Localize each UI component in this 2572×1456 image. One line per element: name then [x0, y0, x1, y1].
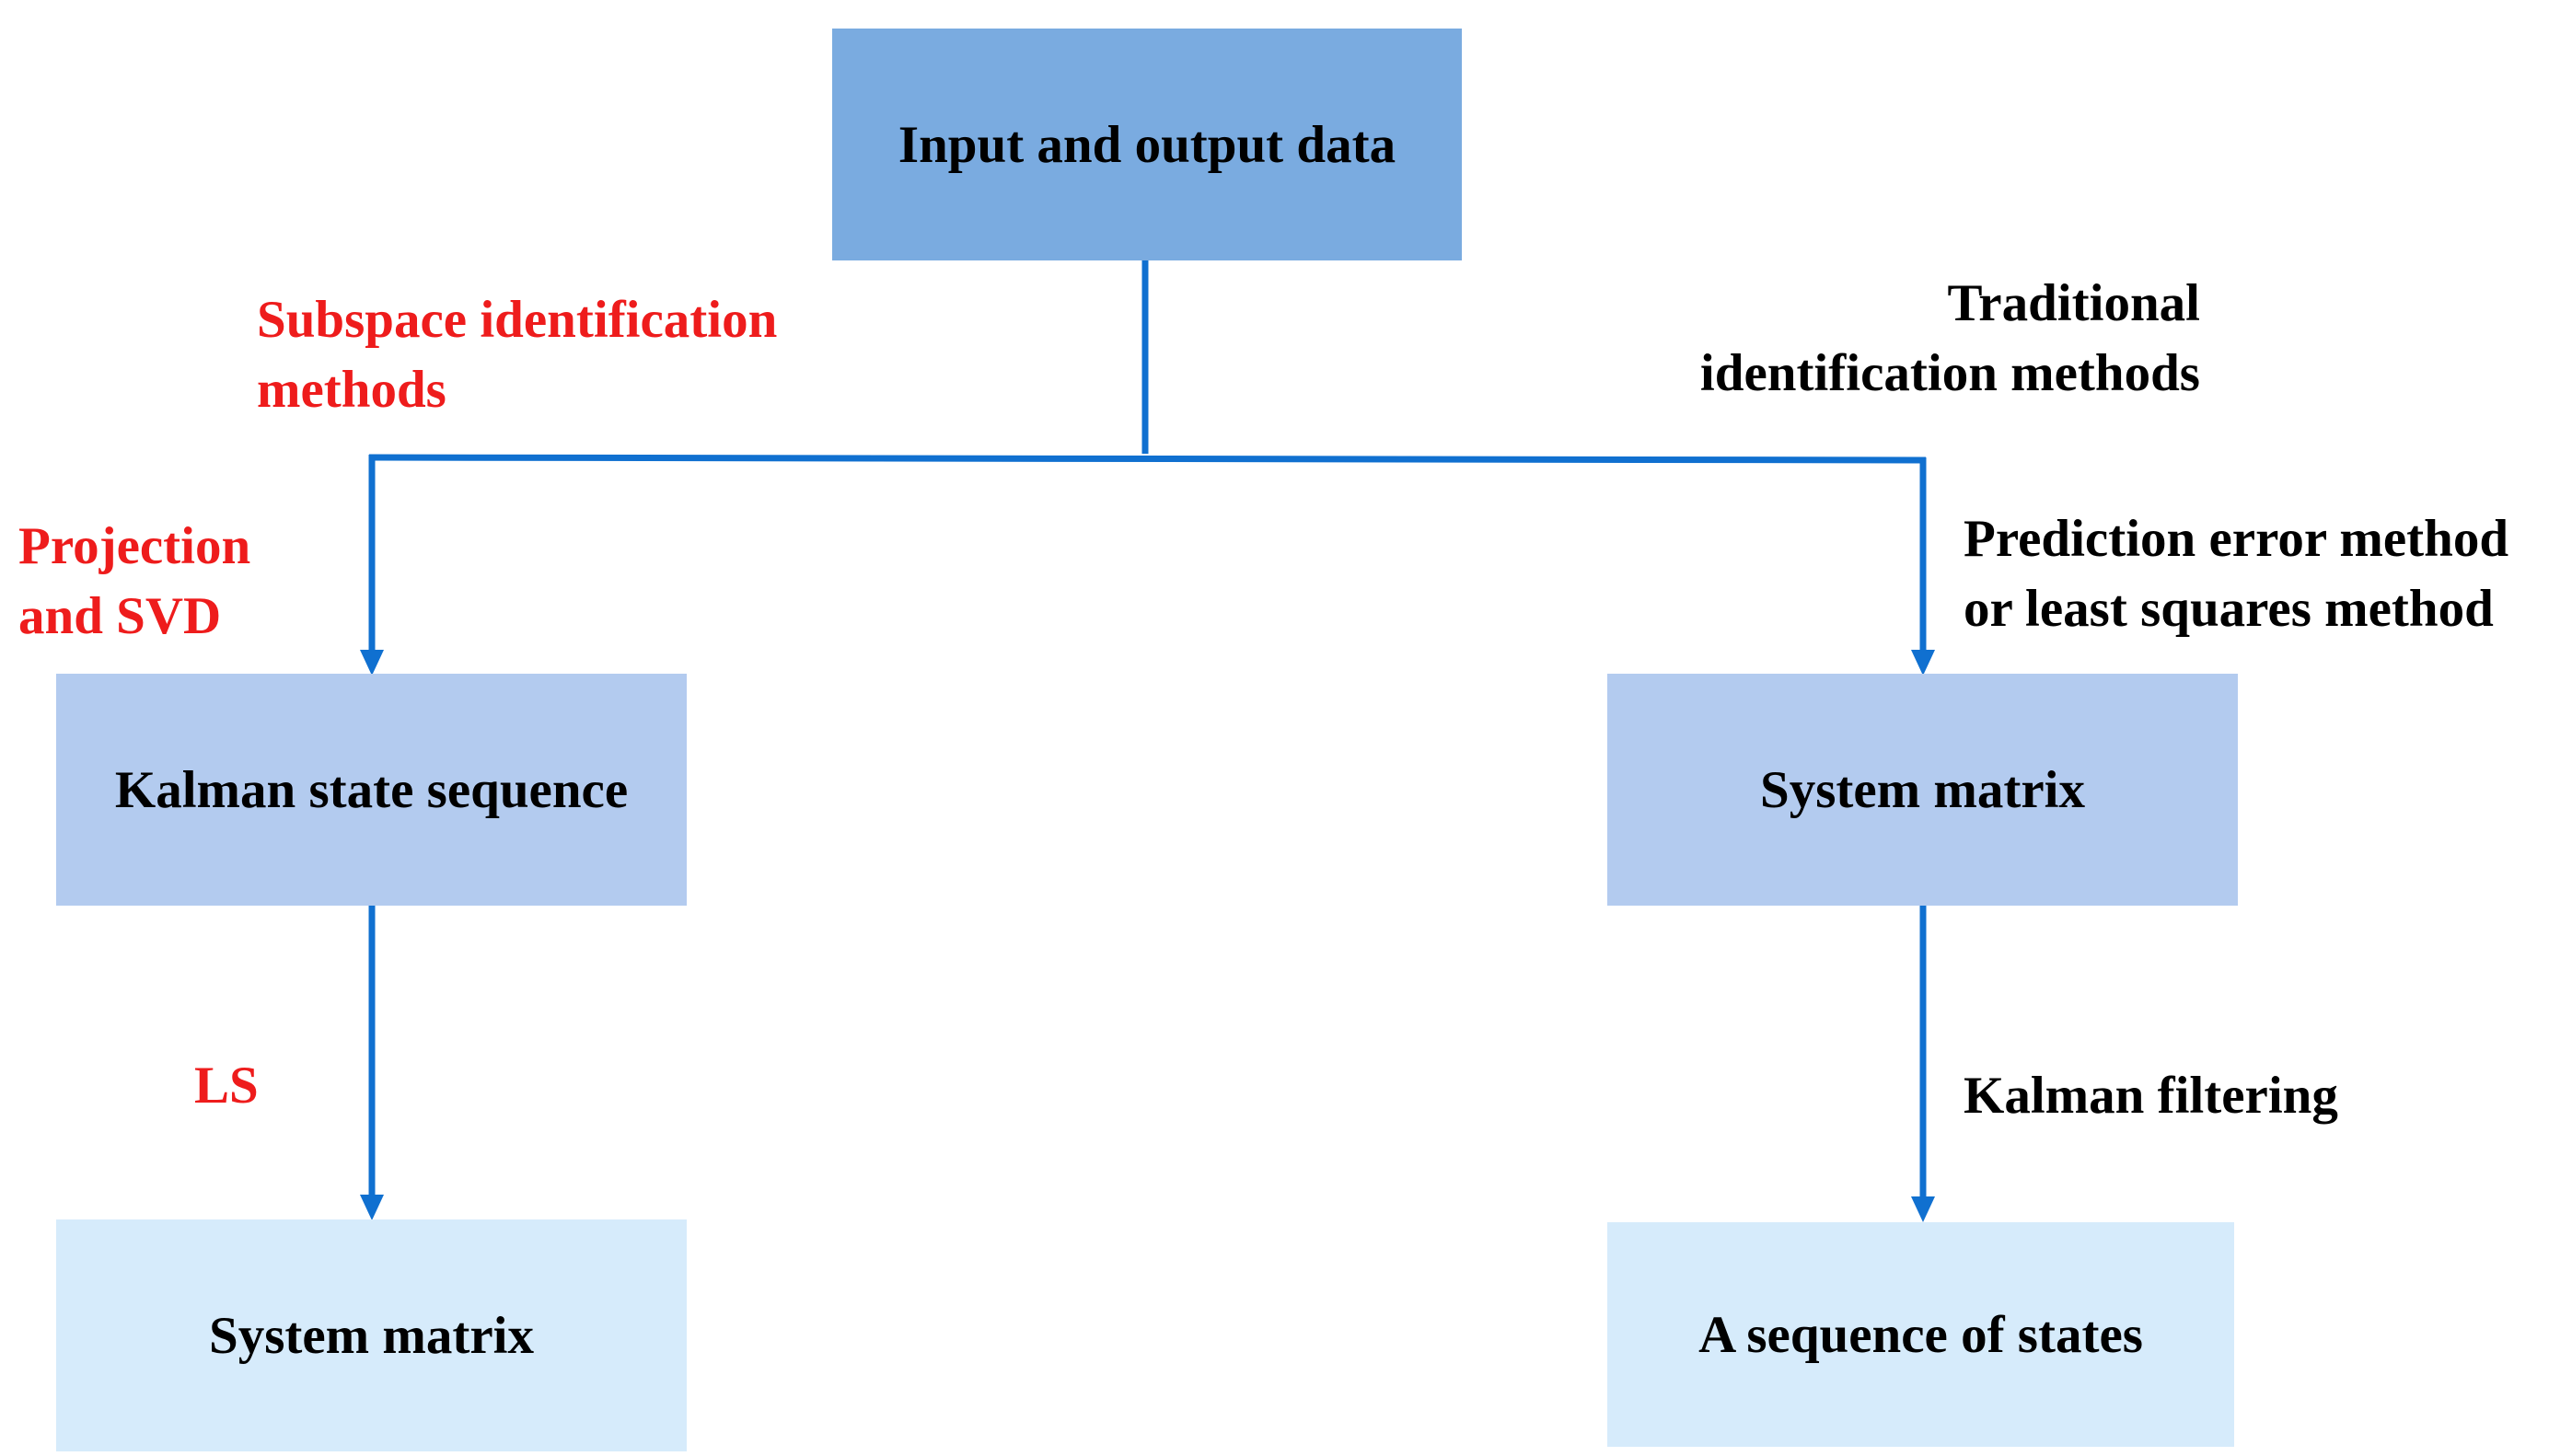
node-kalman-state-sequence: Kalman state sequence: [56, 674, 687, 906]
node-system-matrix-left-label: System matrix: [209, 1306, 534, 1365]
arrowhead-kalman-filtering: [1911, 1196, 1935, 1222]
label-projection-line-1: Projection: [18, 517, 251, 575]
label-traditional-line-1: Traditional: [1947, 274, 2200, 332]
node-system-matrix-left: System matrix: [56, 1219, 687, 1451]
node-sequence-of-states-label: A sequence of states: [1698, 1305, 2143, 1364]
node-sequence-of-states: A sequence of states: [1607, 1222, 2234, 1447]
arrowhead-ls: [360, 1195, 384, 1220]
label-subspace-line-1: Subspace identification: [257, 291, 778, 349]
node-kalman-state-sequence-label: Kalman state sequence: [114, 760, 629, 819]
label-kalman-filtering-text: Kalman filtering: [1964, 1067, 2338, 1125]
label-prediction-line-1: Prediction error method: [1964, 510, 2509, 568]
node-input-output-label: Input and output data: [898, 115, 1396, 174]
label-traditional-line-2: identification methods: [1699, 344, 2200, 402]
label-projection-svd: Projection and SVD: [18, 512, 250, 652]
label-ls: LS: [194, 1051, 259, 1121]
arrowhead-traditional: [1911, 650, 1935, 676]
arrowhead-subspace: [360, 650, 384, 676]
node-system-matrix-right-label: System matrix: [1760, 760, 2085, 819]
label-subspace-line-2: methods: [257, 361, 446, 419]
label-prediction-line-2: or least squares method: [1964, 580, 2494, 638]
label-traditional-identification: Traditional identification methods: [1547, 269, 2200, 409]
label-prediction-error: Prediction error method or least squares…: [1964, 504, 2508, 644]
label-subspace-identification: Subspace identification methods: [257, 285, 777, 425]
connector-branch: [368, 454, 1927, 464]
label-ls-text: LS: [194, 1057, 259, 1115]
label-projection-line-2: and SVD: [18, 587, 222, 645]
node-system-matrix-right: System matrix: [1607, 674, 2238, 906]
label-kalman-filtering: Kalman filtering: [1964, 1061, 2338, 1131]
node-input-output: Input and output data: [832, 29, 1462, 260]
